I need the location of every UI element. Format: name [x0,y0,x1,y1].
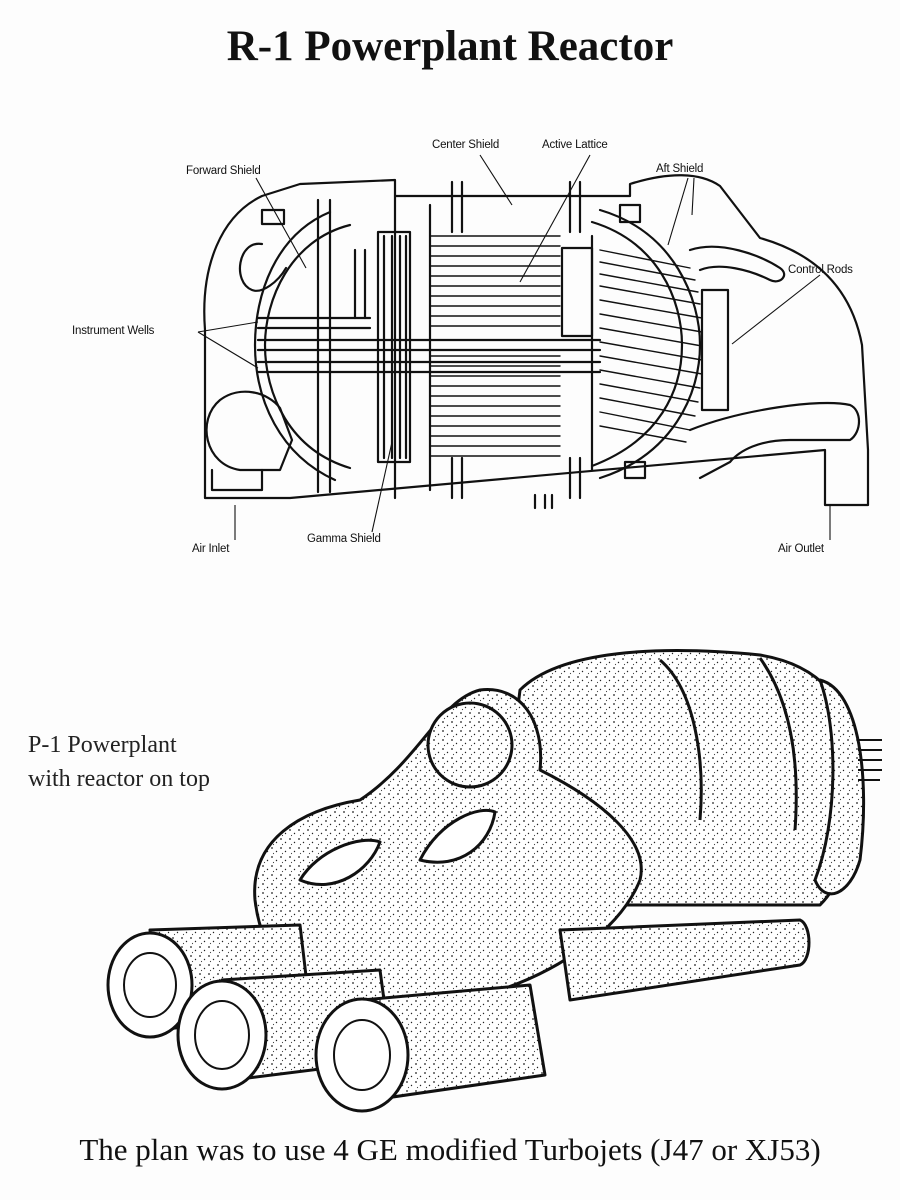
instrument-well-pipes [256,316,602,374]
reactor-cross-section-diagram [197,154,870,540]
label-instrument-wells: Instrument Wells [72,325,155,337]
active-lattice-tubes [429,235,561,457]
powerplant-caption-line2: with reactor on top [28,766,210,792]
outer-casing [203,174,870,507]
page-title: R-1 Powerplant Reactor [226,23,674,70]
label-gamma-shield: Gamma Shield [307,533,381,545]
label-control-rods: Control Rods [788,264,853,276]
label-aft-shield: Aft Shield [656,163,704,175]
exhaust-duct [558,918,811,1002]
control-rods [599,249,703,443]
reactor-end-cap [813,678,866,896]
bottom-caption: The plan was to use 4 GE modified Turboj… [79,1132,821,1167]
label-active-lattice: Active Lattice [542,139,608,151]
label-air-outlet: Air Outlet [778,543,824,555]
powerplant-caption-line1: P-1 Powerplant [28,732,177,758]
intake-sphere [426,701,514,789]
label-forward-shield: Forward Shield [186,165,261,177]
label-air-inlet: Air Inlet [192,543,230,555]
air-outlet-duct [688,401,861,480]
powerplant-caption: P-1 Powerplant with reactor on top [28,728,210,796]
label-center-shield: Center Shield [432,139,500,151]
forward-shield-dome [263,223,352,470]
gamma-shield-block [376,230,412,464]
turbojet-engine-3 [314,983,547,1113]
